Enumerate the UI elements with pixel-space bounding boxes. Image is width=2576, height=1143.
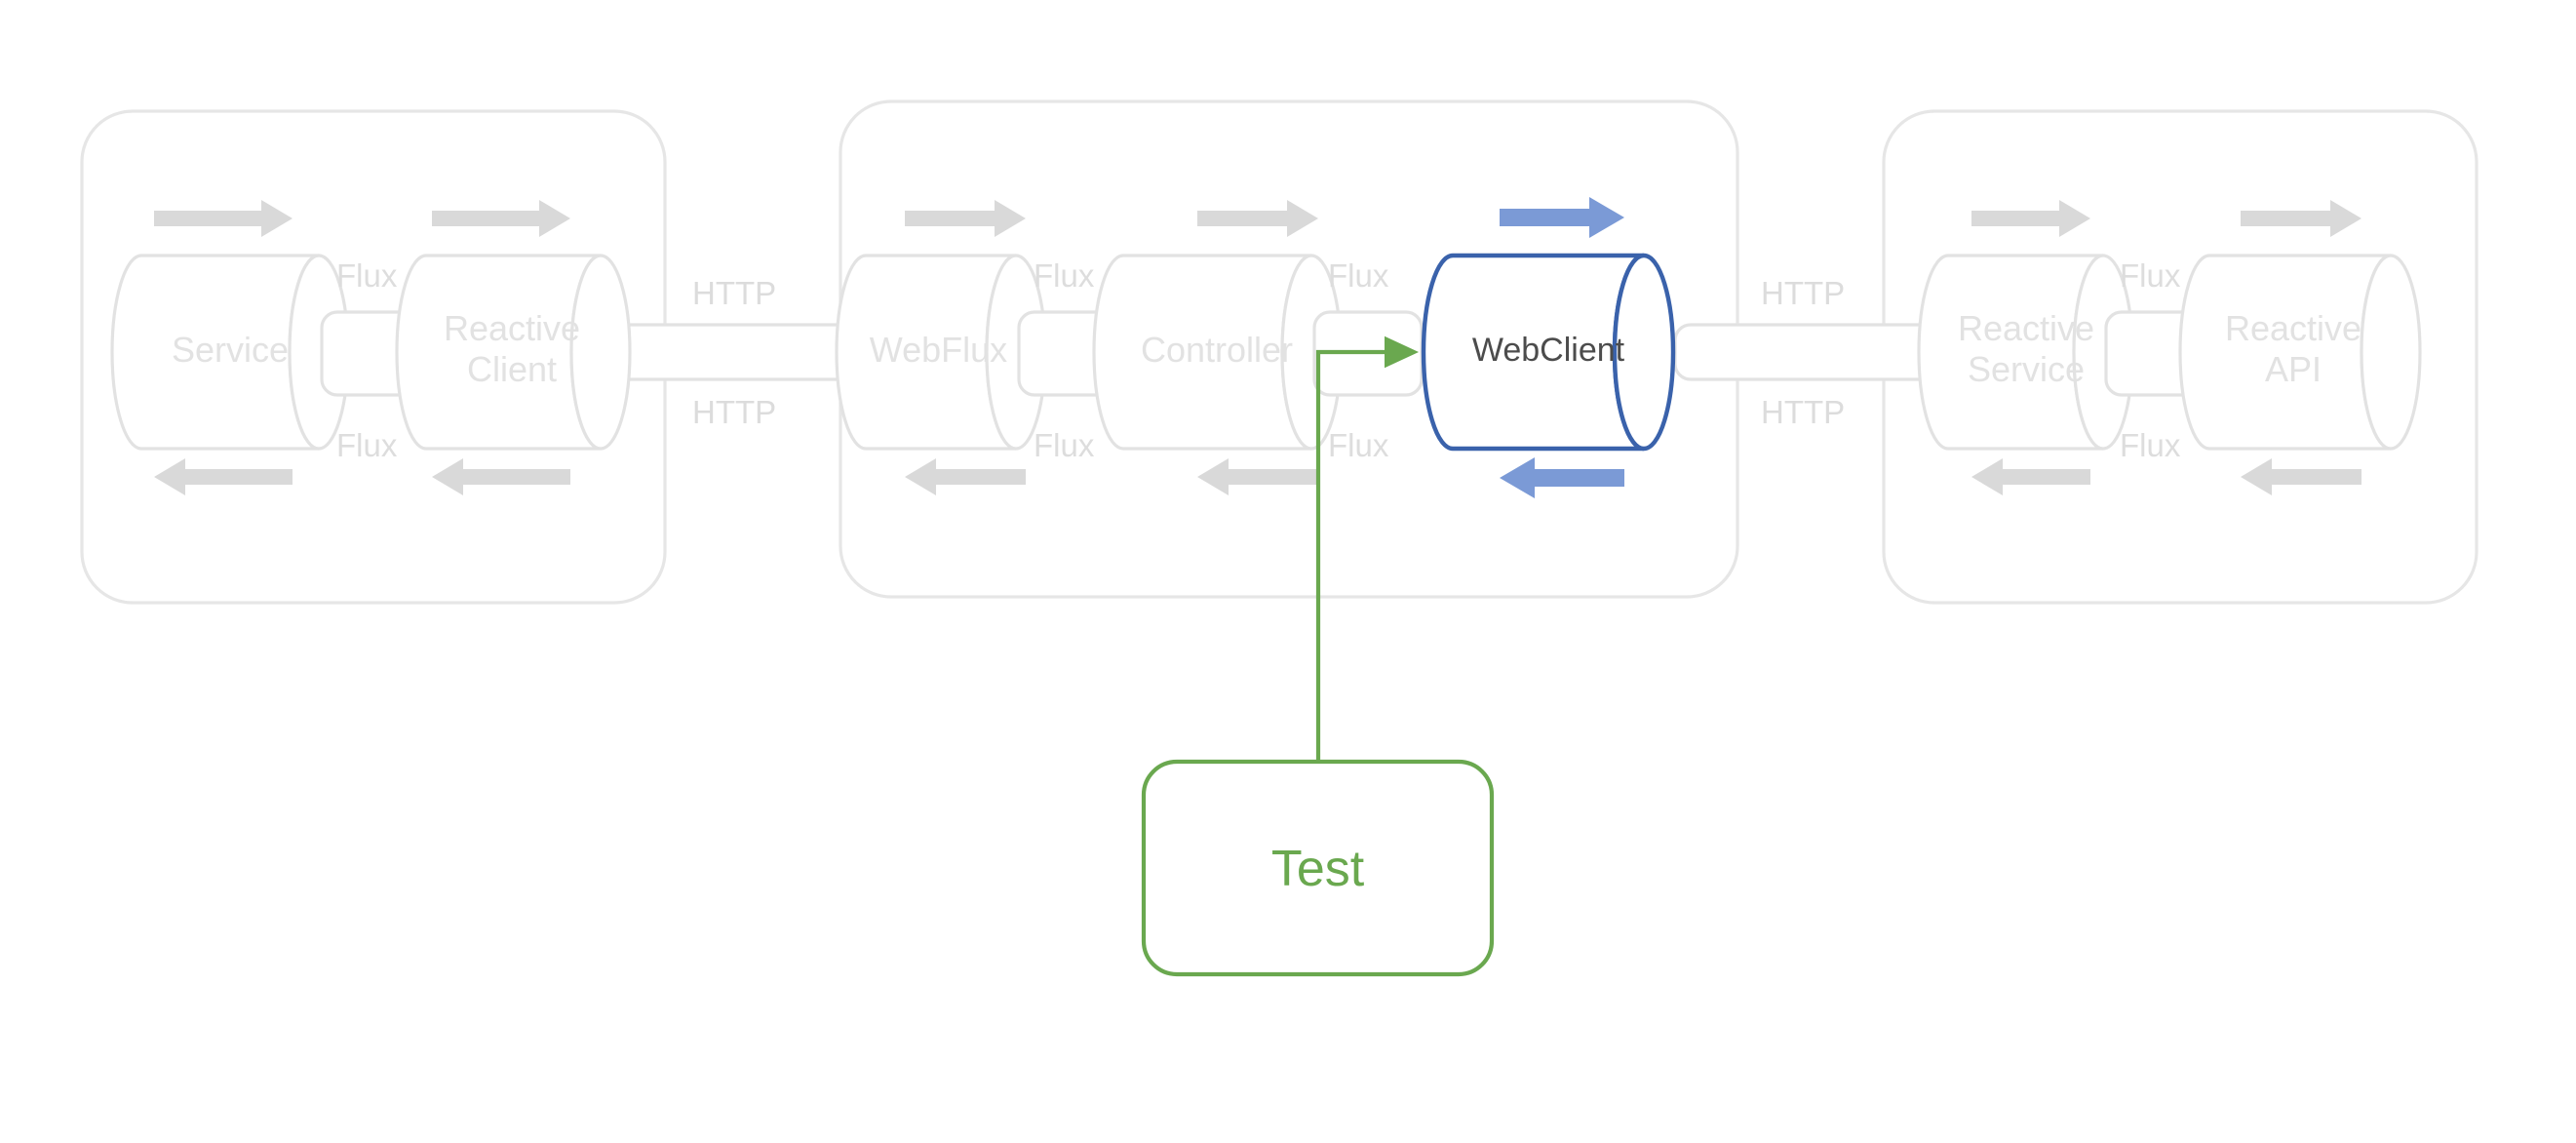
arrows-client-group xyxy=(154,200,570,495)
cylinder-service xyxy=(110,254,350,451)
cylinder-webflux xyxy=(835,254,1047,451)
arrows-server-group xyxy=(905,197,1624,498)
cylinder-reactive-client-cap xyxy=(569,254,632,451)
arrow-right-reactive-service xyxy=(1971,200,2090,237)
test-box[interactable] xyxy=(1141,759,1495,977)
cylinder-service-body xyxy=(110,254,320,451)
arrow-left-reactive-api xyxy=(2241,458,2361,495)
arrow-right-webclient xyxy=(1500,197,1624,238)
arrow-left-service xyxy=(154,458,293,495)
arrow-right-service xyxy=(154,200,293,237)
arrow-right-webflux xyxy=(905,200,1026,237)
arrow-left-reactive-service xyxy=(1971,458,2090,495)
cylinder-reactive-api xyxy=(2178,254,2422,451)
arrow-left-controller xyxy=(1197,458,1318,495)
arrow-right-reactive-client xyxy=(432,200,570,237)
arrow-right-reactive-api xyxy=(2241,200,2361,237)
cylinder-controller xyxy=(1092,254,1343,451)
arrows-downstream-group xyxy=(1971,200,2361,495)
cylinder-reactive-api-cap xyxy=(2360,254,2422,451)
cylinder-reactive-api-body xyxy=(2178,254,2392,451)
cylinder-reactive-client xyxy=(395,254,632,451)
arrow-left-reactive-client xyxy=(432,458,570,495)
cylinder-webclient-body xyxy=(1421,253,1645,452)
cylinder-webclient[interactable] xyxy=(1421,253,1676,452)
arrow-left-webclient xyxy=(1500,457,1624,498)
http-pipe-server-downstream xyxy=(1673,323,1960,381)
arrow-right-controller xyxy=(1197,200,1318,237)
cylinder-reactive-service xyxy=(1917,254,2134,451)
cylinder-webclient-cap xyxy=(1612,253,1676,452)
test-to-webclient-connector xyxy=(1315,335,1420,770)
arrow-left-webflux xyxy=(905,458,1026,495)
http-links xyxy=(603,323,1960,381)
cylinder-controller-body xyxy=(1092,254,1312,451)
